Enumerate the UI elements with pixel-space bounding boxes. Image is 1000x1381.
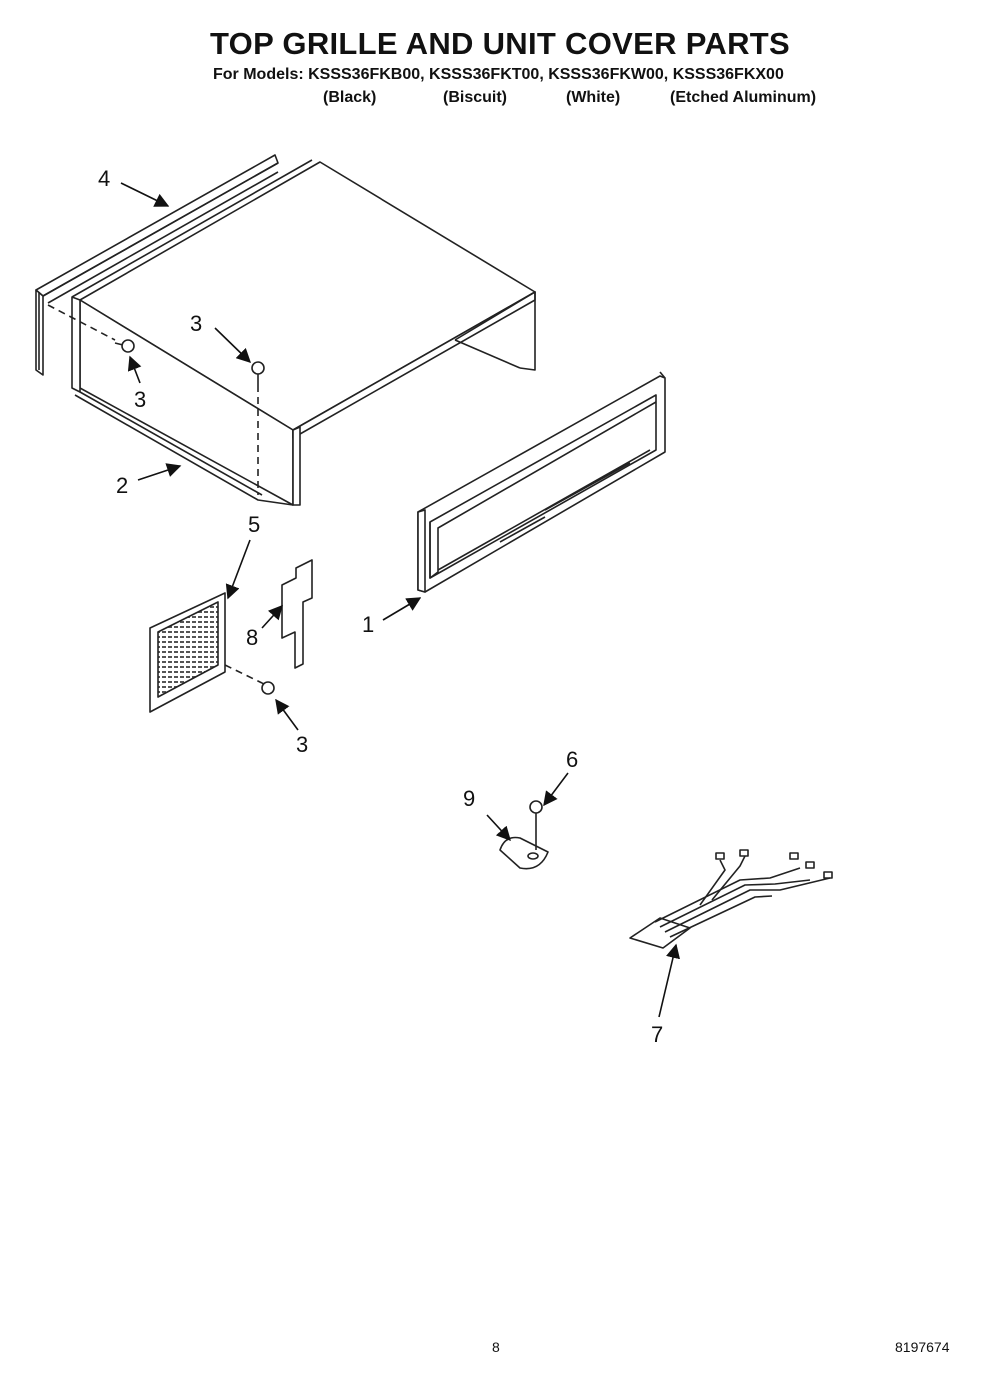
document-number: 8197674 [895, 1339, 950, 1355]
callout-7: 7 [651, 1022, 663, 1047]
wire-harness-part [629, 849, 833, 949]
callout-1: 1 [362, 612, 374, 637]
unit-cover-part [71, 159, 536, 506]
page-number: 8 [492, 1339, 500, 1355]
models-line: For Models: KSSS36FKB00, KSSS36FKT00, KS… [213, 66, 784, 83]
callout-2: 2 [116, 473, 128, 498]
color-black: (Black) [323, 89, 377, 106]
callout-8: 8 [246, 625, 258, 650]
callout-3-top: 3 [190, 311, 202, 336]
screw-part-top [251, 361, 265, 385]
callout-9: 9 [463, 786, 475, 811]
callout-5: 5 [248, 512, 260, 537]
model-colors: (Black) (Biscuit) (White) (Etched Alumin… [0, 89, 1000, 111]
screw-part-grille [261, 681, 275, 695]
callout-3-bottom: 3 [296, 732, 308, 757]
alignment-lines [47, 304, 263, 684]
callout-3-left: 3 [134, 387, 146, 412]
screw-part-clamp [529, 800, 543, 850]
callout-6: 6 [566, 747, 578, 772]
page-title: TOP GRILLE AND UNIT COVER PARTS [210, 26, 790, 61]
clamp-part [499, 836, 549, 870]
vent-grille-part [149, 592, 226, 713]
screw-part-left [114, 339, 135, 353]
color-etched-aluminum: (Etched Aluminum) [670, 89, 817, 106]
top-grille-part [417, 371, 666, 593]
leader-arrows [120, 182, 681, 1018]
color-white: (White) [566, 89, 621, 106]
rear-panel-part [35, 154, 279, 376]
callout-4: 4 [98, 166, 110, 191]
baffle-part [281, 559, 313, 669]
color-biscuit: (Biscuit) [443, 89, 507, 106]
